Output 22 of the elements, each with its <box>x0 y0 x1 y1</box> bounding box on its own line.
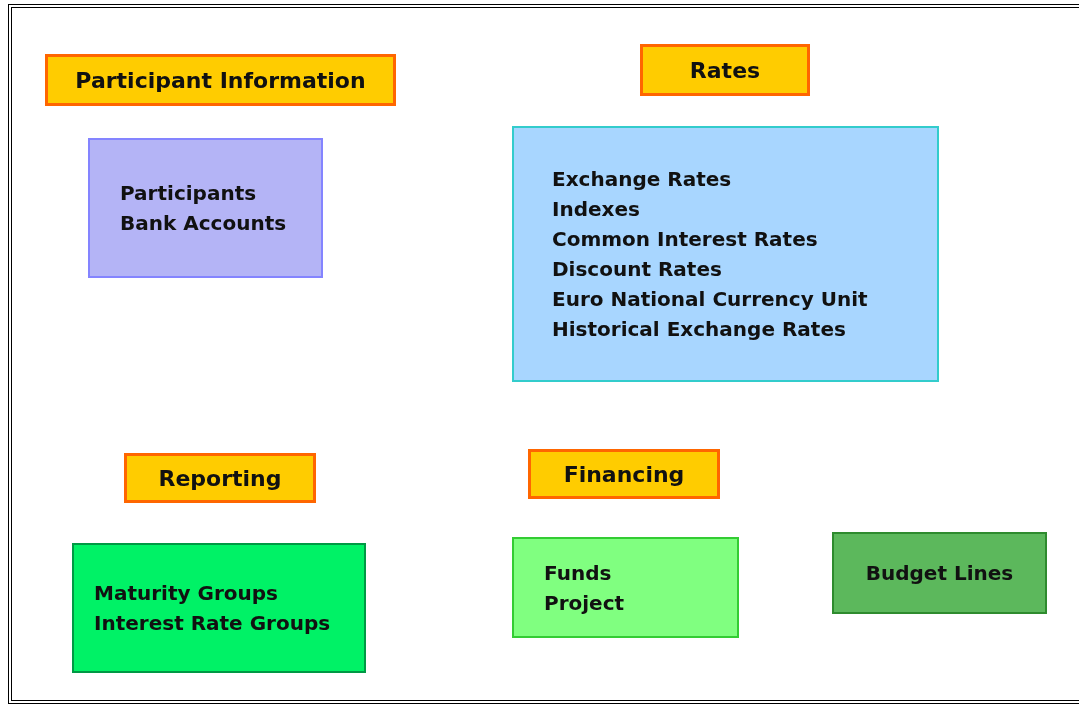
info-box <box>512 126 939 382</box>
list-item: Exchange Rates <box>552 166 733 193</box>
section-heading: Financing <box>528 449 720 499</box>
info-box <box>512 537 739 638</box>
section-heading: Participant Information <box>45 54 396 106</box>
list-item: Bank Accounts <box>120 210 288 237</box>
info-box <box>832 532 1047 614</box>
list-item: Common Interest Rates <box>552 226 819 253</box>
info-box <box>88 138 323 278</box>
list-item: Budget Lines <box>865 560 1014 587</box>
section-heading: Reporting <box>124 453 316 503</box>
list-item: Participants <box>120 180 258 207</box>
list-item: Historical Exchange Rates <box>552 316 847 343</box>
list-item: Maturity Groups <box>94 580 279 607</box>
list-item: Funds <box>544 559 613 587</box>
list-item: Interest Rate Groups <box>94 610 332 637</box>
list-item: Euro National Currency Unit <box>552 286 869 313</box>
info-box <box>72 543 366 673</box>
list-item: Discount Rates <box>552 256 723 283</box>
list-item: Indexes <box>552 196 641 223</box>
section-heading: Rates <box>640 44 810 96</box>
list-item: Project <box>544 589 626 617</box>
